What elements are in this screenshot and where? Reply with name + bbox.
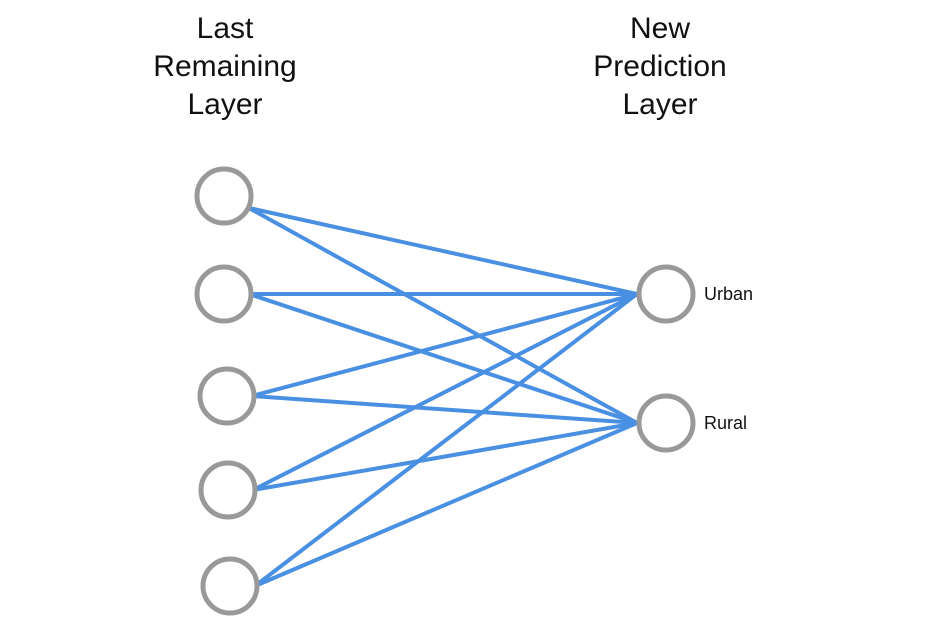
left-node-4 [198,460,258,520]
edge-2-to-rural [247,292,639,425]
edge-1-to-urban [247,206,639,296]
output-label-urban: Urban [704,284,753,304]
edge-5-to-urban [253,292,639,588]
edge-5-to-rural [253,421,639,588]
left-node-5 [200,556,260,616]
edge-3-to-urban [250,292,639,398]
connection-edges [247,206,639,588]
output-label-rural: Rural [704,413,747,433]
edge-4-to-rural [251,421,639,492]
edge-1-to-rural [247,206,639,425]
new-prediction-layer-title: New Prediction Layer [593,12,727,121]
left-node-2 [194,264,254,324]
edge-3-to-rural [250,394,639,425]
left-node-3 [197,366,257,426]
last-remaining-layer-title: Last Remaining Layer [153,12,297,121]
left-node-1 [194,166,254,226]
output-node-urban [636,264,696,324]
edge-4-to-urban [251,292,639,492]
output-node-rural [636,393,696,453]
last-remaining-layer-nodes [194,166,260,616]
